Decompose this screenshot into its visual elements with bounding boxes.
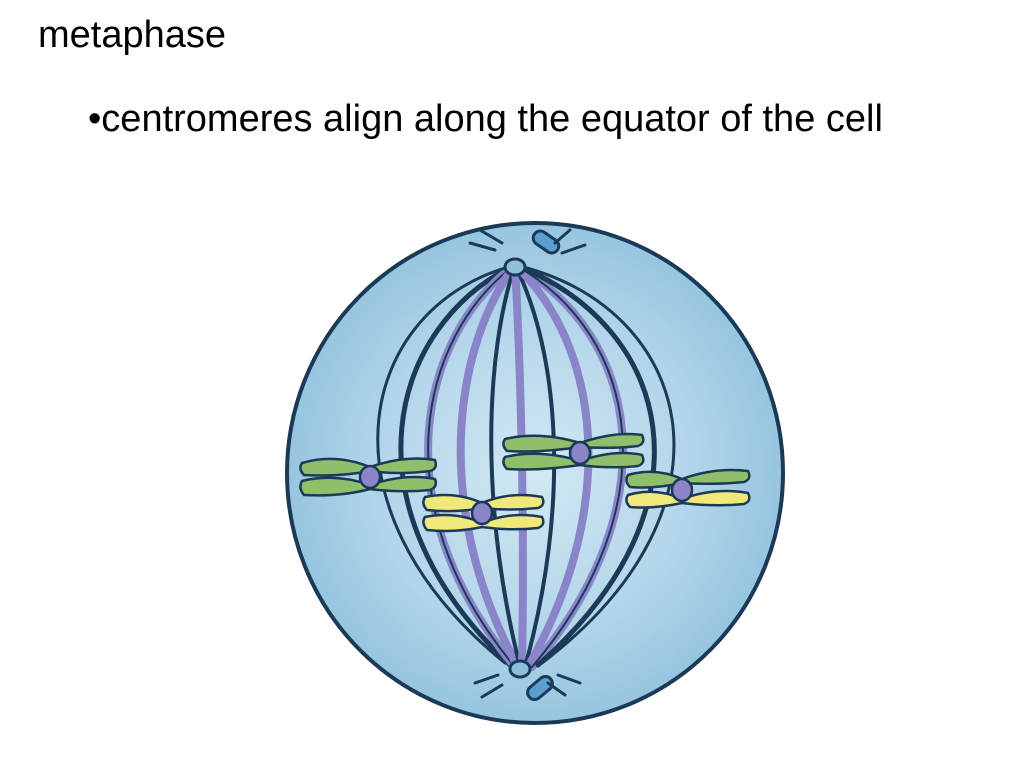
bullet-text: •centromeres align along the equator of … [88, 98, 883, 140]
chromosome-yellow-center [422, 493, 545, 533]
metaphase-cell-icon [285, 221, 785, 725]
chromosome-green-left [299, 457, 438, 497]
chromosome-mixed-right [625, 468, 751, 509]
cell-membrane [285, 221, 785, 725]
bottom-centriole [473, 659, 582, 701]
chromosome-green-top-right [502, 432, 645, 471]
top-centriole [468, 228, 587, 277]
slide-title: metaphase [38, 14, 227, 56]
